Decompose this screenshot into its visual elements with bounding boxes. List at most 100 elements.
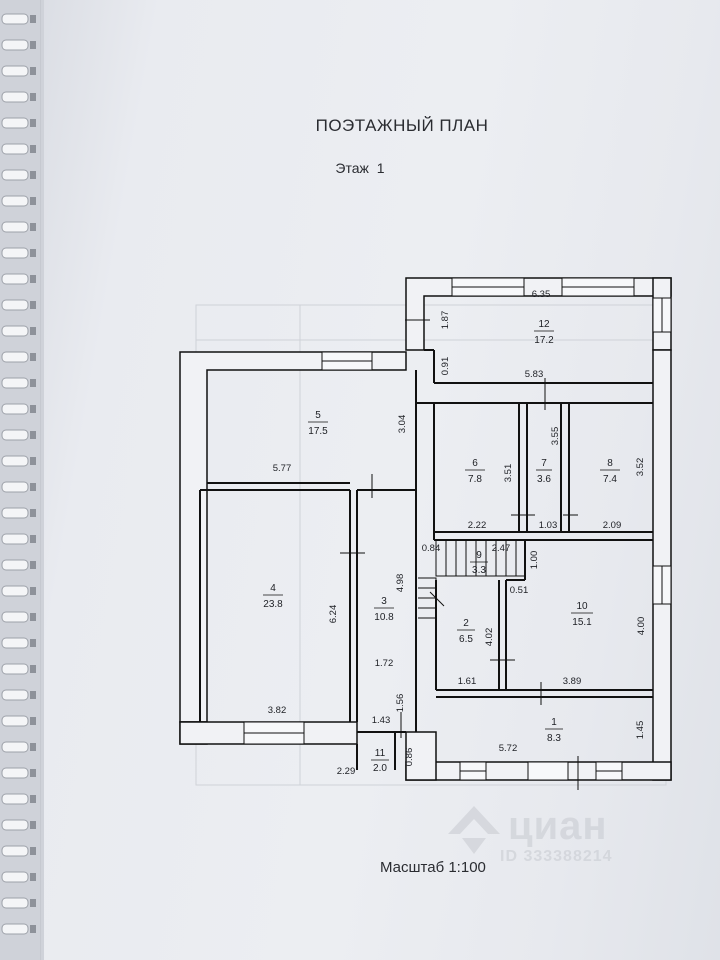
dim-r12-bottom: 5.83 bbox=[525, 369, 544, 380]
room-2-number: 2 bbox=[463, 618, 469, 629]
door-marks bbox=[340, 319, 579, 790]
dim-stair-c: 1.00 bbox=[529, 551, 540, 570]
room-11-label: 11 2.0 bbox=[371, 748, 389, 774]
room-7-area: 3.6 bbox=[537, 474, 551, 485]
binding-ring bbox=[1, 195, 36, 207]
dim-r6-width: 2.22 bbox=[468, 520, 487, 531]
dim-r12-width: 6.35 bbox=[532, 289, 551, 300]
dim-r2-height: 4.02 bbox=[484, 628, 495, 647]
binding-ring bbox=[1, 377, 36, 389]
dim-stair-b: 2.47 bbox=[492, 543, 511, 554]
room-6-area: 7.8 bbox=[468, 474, 482, 485]
dim-r2-width: 1.61 bbox=[458, 676, 477, 687]
room-1-number: 1 bbox=[551, 717, 557, 728]
room-11-area: 2.0 bbox=[373, 763, 387, 774]
room-4-label: 4 23.8 bbox=[263, 583, 283, 610]
room-10-area: 15.1 bbox=[572, 617, 592, 628]
room-1-area: 8.3 bbox=[547, 733, 561, 744]
binding-ring bbox=[1, 793, 36, 805]
staircase bbox=[418, 539, 526, 620]
room-1-label: 1 8.3 bbox=[545, 717, 563, 744]
room-8-label: 8 7.4 bbox=[600, 458, 620, 485]
cian-watermark: циан ID 333388214 bbox=[438, 800, 668, 870]
room-9-area: 3.3 bbox=[472, 565, 486, 576]
dim-r3-width: 1.72 bbox=[375, 658, 394, 669]
room-7-number: 7 bbox=[541, 458, 547, 469]
room-7-label: 7 3.6 bbox=[536, 458, 552, 485]
scale-label: Масштаб 1:100 bbox=[380, 859, 486, 876]
room-12-area: 17.2 bbox=[534, 335, 554, 346]
dim-r10-width: 3.89 bbox=[563, 676, 582, 687]
room-11-number: 11 bbox=[375, 748, 386, 759]
dim-r4-width: 3.82 bbox=[268, 705, 287, 716]
dim-r1-width: 5.72 bbox=[499, 743, 518, 754]
floor-number: 1 bbox=[376, 160, 385, 176]
room-3-label: 3 10.8 bbox=[374, 596, 394, 623]
dim-r7-width: 1.03 bbox=[539, 520, 558, 531]
binding-ring bbox=[1, 481, 36, 493]
binding-ring bbox=[1, 585, 36, 597]
binding-ring bbox=[1, 351, 36, 363]
room-8-area: 7.4 bbox=[603, 474, 617, 485]
binding-ring bbox=[1, 247, 36, 259]
dim-r8-height: 3.52 bbox=[635, 458, 646, 477]
binding-ring bbox=[1, 741, 36, 753]
room-12-number: 12 bbox=[538, 319, 550, 330]
binding-ring bbox=[1, 117, 36, 129]
binding-ring bbox=[1, 689, 36, 701]
dim-r10-height: 4.00 bbox=[636, 617, 647, 636]
binding-ring bbox=[1, 845, 36, 857]
binding-ring bbox=[1, 299, 36, 311]
dim-r3-height: 4.98 bbox=[395, 574, 406, 593]
binding-ring bbox=[1, 169, 36, 181]
room-5-area: 17.5 bbox=[308, 426, 328, 437]
outer-walls bbox=[179, 277, 672, 781]
binding-ring bbox=[1, 767, 36, 779]
room-10-label: 10 15.1 bbox=[571, 601, 593, 628]
binding-ring bbox=[1, 819, 36, 831]
binding-ring bbox=[1, 403, 36, 415]
binding-ring bbox=[1, 221, 36, 233]
floor-word: Этаж bbox=[335, 160, 369, 176]
binding-ring bbox=[1, 65, 36, 77]
watermark-brand: циан bbox=[508, 804, 608, 848]
spiral-binding bbox=[0, 0, 44, 960]
binding-ring bbox=[1, 559, 36, 571]
binding-ring bbox=[1, 923, 36, 935]
dim-r11-width: 2.29 bbox=[337, 766, 356, 777]
dim-r6-height: 3.51 bbox=[503, 464, 514, 483]
floor-label: Этаж 1 bbox=[0, 160, 720, 176]
dim-r12-gap: 0.91 bbox=[440, 357, 451, 376]
room-9-label: 9 3.3 bbox=[470, 550, 488, 576]
paper-edge bbox=[40, 0, 41, 960]
binding-ring bbox=[1, 429, 36, 441]
room-2-label: 2 6.5 bbox=[457, 618, 475, 645]
dim-r4-height: 6.24 bbox=[328, 605, 339, 624]
dim-r1-height: 1.45 bbox=[635, 721, 646, 740]
dim-r11-top: 1.43 bbox=[372, 715, 391, 726]
binding-ring bbox=[1, 455, 36, 467]
dimension-labels: 6.35 1.87 0.91 5.83 3.04 5.77 3.51 2.22 … bbox=[268, 289, 647, 777]
room-3-number: 3 bbox=[381, 596, 387, 607]
room-5-label: 5 17.5 bbox=[308, 410, 328, 437]
binding-ring bbox=[1, 325, 36, 337]
binding-ring bbox=[1, 611, 36, 623]
dim-r8-width: 2.09 bbox=[603, 520, 622, 531]
dim-r12-height: 1.87 bbox=[440, 311, 451, 330]
dim-r5-width: 5.77 bbox=[273, 463, 292, 474]
room-4-number: 4 bbox=[270, 583, 276, 594]
inner-walls bbox=[199, 349, 653, 770]
binding-ring bbox=[1, 143, 36, 155]
binding-ring bbox=[1, 533, 36, 545]
room-10-number: 10 bbox=[576, 601, 588, 612]
binding-ring bbox=[1, 663, 36, 675]
binding-ring bbox=[1, 871, 36, 883]
dim-r10-gap: 0.51 bbox=[510, 585, 529, 596]
room-8-number: 8 bbox=[607, 458, 613, 469]
binding-ring bbox=[1, 91, 36, 103]
dim-r7-height: 3.55 bbox=[550, 427, 561, 446]
dim-r11-side: 0.86 bbox=[404, 748, 415, 767]
dim-r5-height: 3.04 bbox=[397, 415, 408, 434]
